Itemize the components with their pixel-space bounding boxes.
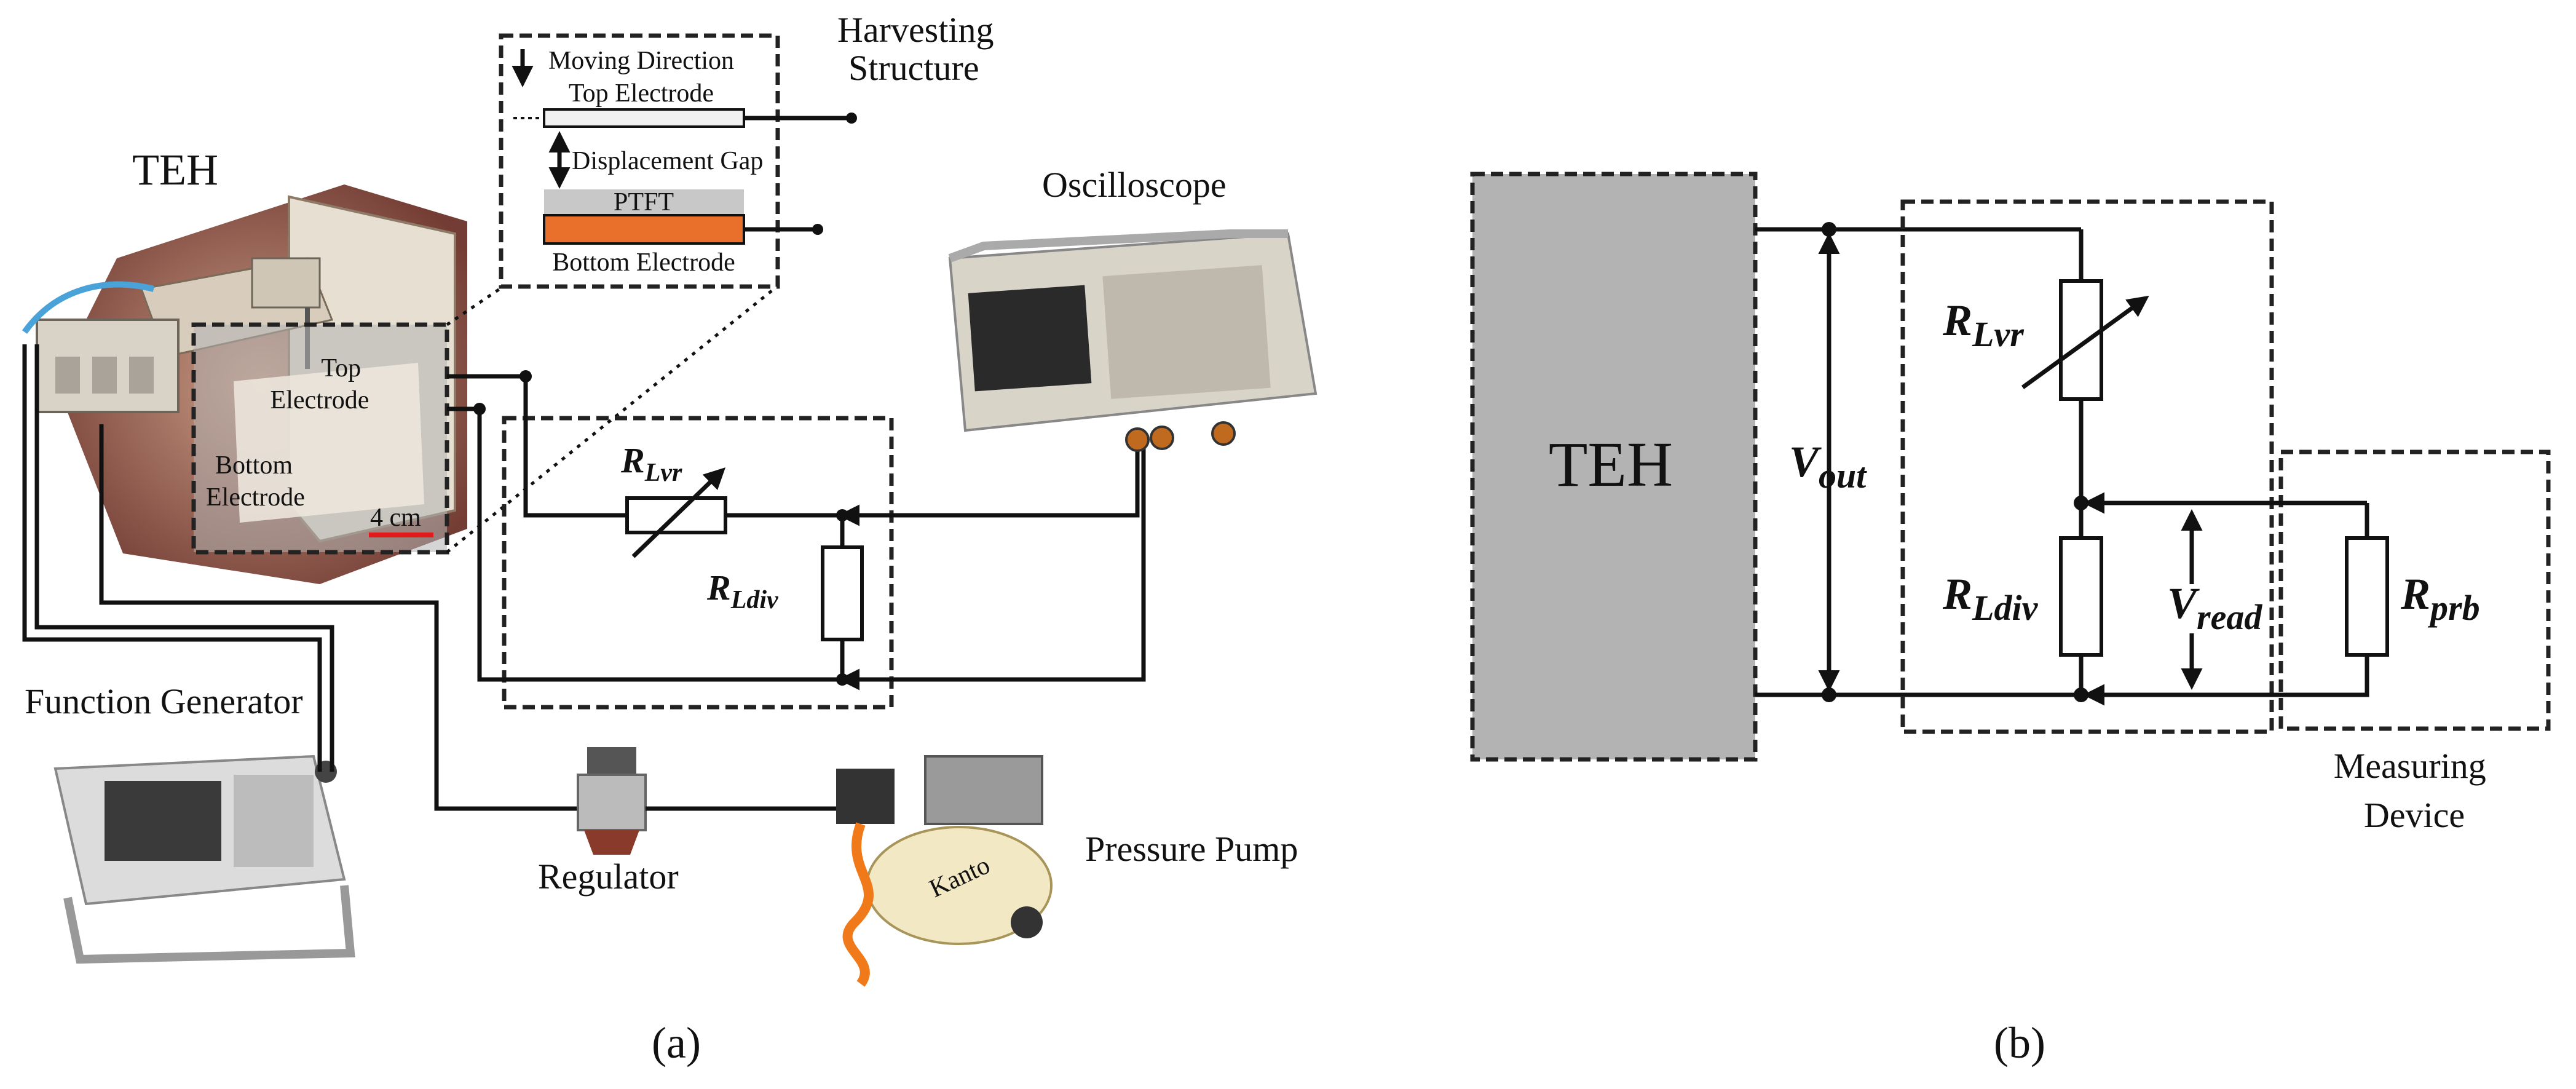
displacement-gap-label: Displacement Gap (572, 147, 763, 175)
zoom-line-top (446, 284, 505, 327)
teh-label-a: TEH (132, 145, 218, 194)
panel-b: TEH Vout RLvr RLdiv Vread Rprb (1470, 172, 2551, 1067)
caption-a: (a) (652, 1018, 701, 1067)
pressure-pump-label: Pressure Pump (1085, 829, 1298, 869)
v-out-label: Vout (1789, 437, 1867, 496)
oscilloscope-photo (948, 229, 1318, 452)
harvesting-structure-label: Harvesting Structure (837, 10, 1003, 88)
teh-box-border (1470, 172, 1758, 762)
r-ldiv-label-b: RLdiv (1942, 569, 2039, 628)
ptft-layer (544, 189, 744, 215)
teh-label-b: TEH (1549, 429, 1673, 500)
load-circuit-box-b (1900, 199, 2274, 734)
load-circuit-box (502, 416, 894, 710)
inner-bottom-electrode-label: Bottom Electrode (206, 451, 305, 512)
teh-box (1472, 174, 1755, 759)
r-lvr-resistor-b (2059, 279, 2103, 401)
scale-label: 4 cm (370, 504, 421, 532)
ptft-label: PTFT (614, 188, 674, 216)
r-lvr-label-a: RLvr (620, 440, 682, 487)
bottom-electrode-plate (543, 214, 745, 245)
function-generator-photo (53, 754, 355, 964)
oscilloscope-label: Oscilloscope (1042, 165, 1227, 205)
v-read-label: Vread (2167, 579, 2262, 637)
r-ldiv-label-a: RLdiv (706, 568, 779, 614)
bottom-electrode-label: Bottom Electrode (552, 248, 735, 277)
r-prb-resistor (2345, 536, 2389, 657)
top-electrode-label: Top Electrode (569, 79, 714, 108)
regulator-photo (577, 747, 647, 855)
inner-top-electrode-label: Top Electrode (271, 354, 369, 414)
r-prb-label: Rprb (2400, 569, 2480, 628)
panel-a: Top Electrode Bottom Electrode 4 cm TEH … (22, 10, 1318, 1067)
moving-direction-label: Moving Direction (548, 47, 734, 75)
harvesting-structure-inset: Moving Direction Top Electrode Displacem… (499, 33, 857, 289)
measuring-device-box (2278, 449, 2551, 731)
measuring-device-label: Measuring Device (2334, 746, 2495, 835)
r-lvr-label-b: RLvr (1942, 296, 2024, 354)
pressure-pump-photo: Kanto (836, 755, 1053, 987)
r-ldiv-resistor-a (821, 545, 864, 641)
function-generator-label: Function Generator (25, 681, 303, 721)
caption-b: (b) (1994, 1018, 2045, 1067)
regulator-label: Regulator (538, 857, 679, 897)
r-ldiv-resistor-b (2059, 536, 2103, 657)
top-electrode-plate (543, 108, 745, 128)
